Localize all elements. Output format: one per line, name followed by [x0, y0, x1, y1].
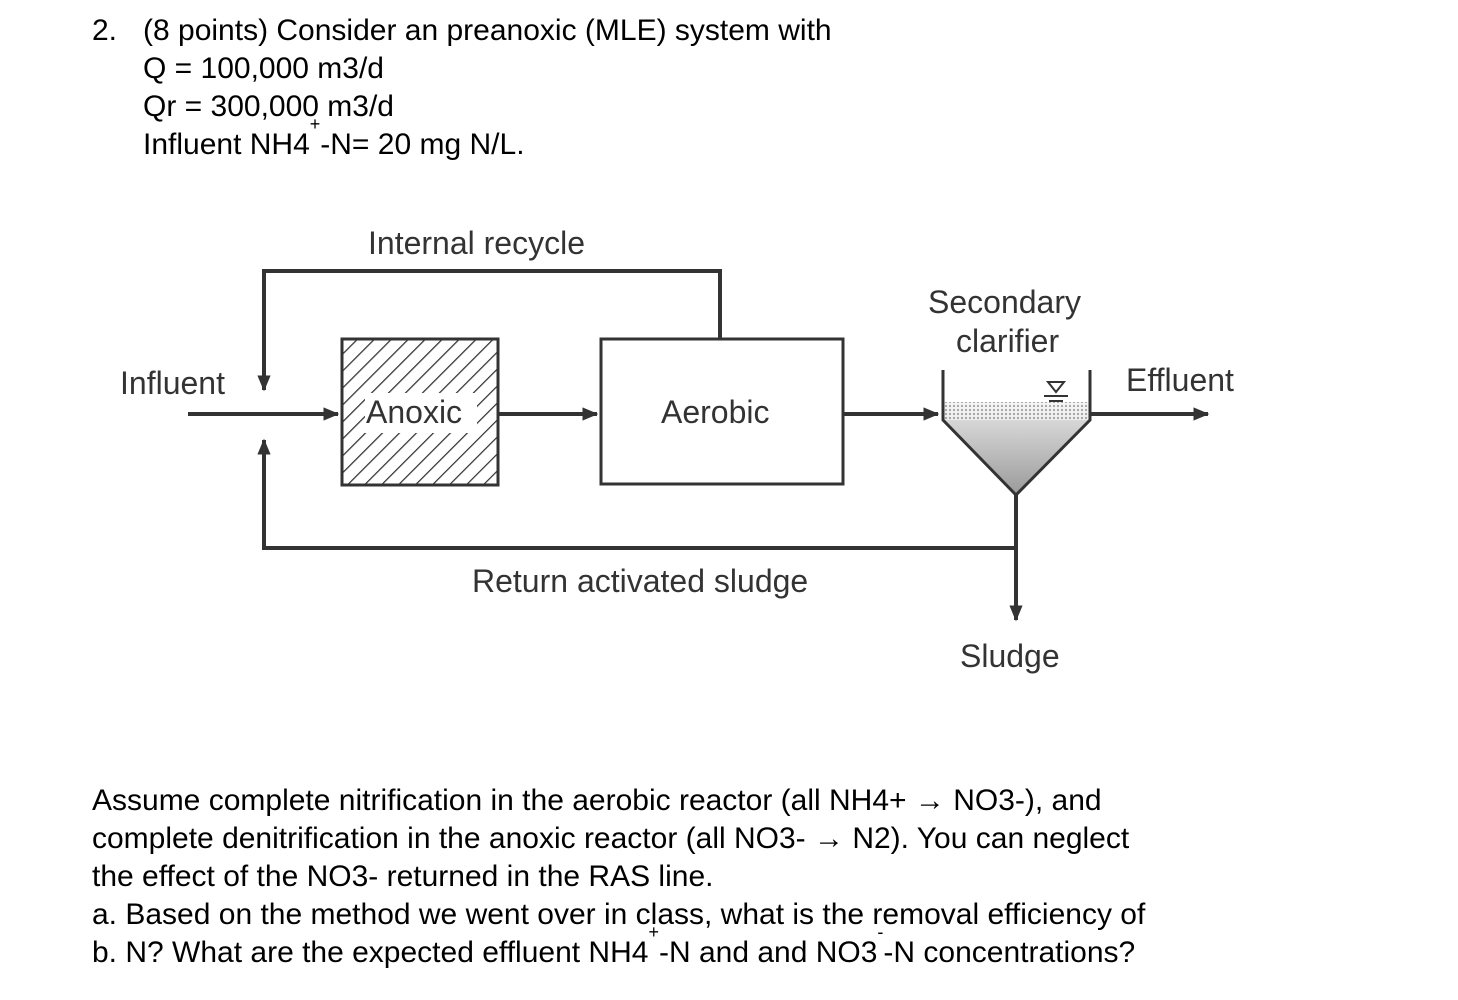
return-sludge-label: Return activated sludge [472, 563, 808, 599]
body-line-2: complete denitrification in the anoxic r… [92, 822, 1130, 855]
water-level-icon [1045, 381, 1067, 394]
internal-recycle-label: Internal recycle [368, 225, 585, 261]
question-number: 2. [92, 14, 118, 47]
secondary-label: Secondary [928, 284, 1081, 320]
internal-recycle-line [257, 269, 722, 392]
aerobic-label: Aerobic [661, 394, 770, 430]
body-line-1: Assume complete nitrification in the aer… [92, 784, 1102, 817]
anoxic-label: Anoxic [366, 394, 462, 430]
body-line-4: a. Based on the method we went over in c… [92, 898, 1146, 931]
clarifier-dots [943, 402, 1090, 420]
clarifier-label: clarifier [956, 323, 1059, 359]
anoxic-label-bg [365, 393, 477, 433]
return-activated-sludge-line [257, 438, 1016, 550]
influent-nh4: Influent NH4+-N= 20 mg N/L. [143, 114, 525, 161]
flow-q: Q = 100,000 m3/d [143, 52, 384, 85]
question-title: (8 points) Consider an preanoxic (MLE) s… [143, 14, 832, 47]
question-body: Assume complete nitrification in the aer… [92, 782, 1422, 972]
sludge-label: Sludge [960, 638, 1060, 674]
influent-label: Influent [120, 365, 225, 401]
mle-process-diagram: Internal recycle Influent Anoxic Aerobic… [120, 225, 1234, 674]
flow-qr: Qr = 300,000 m3/d [143, 90, 394, 123]
body-line-5: b. N? What are the expected effluent NH4… [92, 922, 1136, 969]
effluent-label: Effluent [1126, 362, 1234, 398]
body-line-3: the effect of the NO3- returned in the R… [92, 860, 714, 893]
aerobic-reactor [599, 337, 845, 486]
secondary-clarifier-fill [943, 402, 1090, 495]
question-lines: (8 points) Consider an preanoxic (MLE) s… [143, 12, 832, 164]
